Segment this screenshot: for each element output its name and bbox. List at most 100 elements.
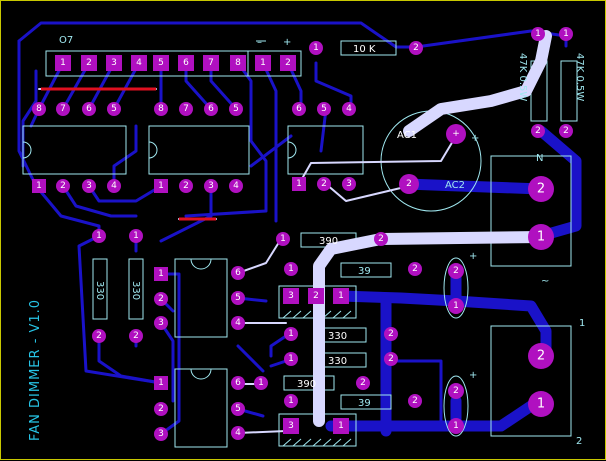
pad-r47-2-label: 2	[535, 126, 541, 136]
header-pin: 1	[255, 55, 271, 71]
opto2-right-pin-label: 4	[235, 428, 241, 438]
opto2-left-pin: 2	[154, 402, 168, 416]
triac1-pin-3-label: 3	[288, 291, 294, 301]
ic1-bottom-pin: 1	[32, 179, 46, 193]
pad-r10k-1: 1	[309, 41, 323, 55]
header-minus-label: –	[257, 37, 262, 48]
opto2-right-pin: 4	[231, 426, 245, 440]
ic1-bottom-pin: 2	[56, 179, 70, 193]
pad-r39t-1-label: 1	[288, 264, 294, 274]
triac1-pin-2-label: 2	[313, 291, 319, 301]
pad-triac2-p1-label: 1	[338, 421, 344, 431]
pad-r47b-1-label: 1	[563, 29, 569, 39]
ic2-top-pin-label: 7	[183, 104, 189, 114]
pad-term2-2-label: 2	[537, 349, 545, 364]
pad-r330b-2-label: 2	[388, 354, 394, 364]
header-pin-label: 1	[60, 58, 66, 68]
ic2-top-pin-label: 6	[208, 104, 214, 114]
board-title: FAN DIMMER - V1.0	[28, 299, 43, 441]
pad-term1-1: 1	[528, 224, 554, 250]
triac1-pin-1: 1	[333, 288, 349, 304]
ic2-bottom-pin-label: 1	[158, 181, 164, 191]
pad-r330a-1: 1	[284, 327, 298, 341]
pad-triac2-p1: 1	[333, 418, 349, 434]
pad-r330b-1-label: 1	[288, 354, 294, 364]
pad-vr2-1: 1	[129, 229, 143, 243]
opto2-left-pin-label: 3	[158, 429, 164, 439]
red-jumpers	[41, 87, 216, 221]
pad-r47b-2-label: 2	[563, 126, 569, 136]
header-pin: 2	[81, 55, 97, 71]
pad-vr-2: 2	[92, 329, 106, 343]
r390-top-label: 390	[319, 236, 338, 247]
pad-r330b-2: 2	[384, 352, 398, 366]
pad-r390t-1: 1	[276, 232, 290, 246]
ic3-bottom-pin: 1	[292, 177, 306, 191]
ic2-bottom-pin-label: 2	[183, 181, 189, 191]
pad-vr2-2-label: 2	[133, 331, 139, 341]
ic3-bottom-pin: 2	[317, 177, 331, 191]
pad-r390t-2: 2	[374, 232, 388, 246]
pad-cap1-2: 2	[448, 263, 464, 279]
header-pin-label: 2	[86, 58, 92, 68]
ic1-bottom-pin-label: 1	[36, 181, 42, 191]
ic2-top-pin: 5	[229, 102, 243, 116]
pad-r390b-2-label: 2	[360, 378, 366, 388]
header-plus-label: +	[283, 37, 291, 48]
pad-r39t-2-label: 2	[412, 264, 418, 274]
header-pin-label: 6	[183, 58, 189, 68]
ic3-bottom-pin-label: 2	[321, 179, 327, 189]
pad-r330b-1: 1	[284, 352, 298, 366]
pad-r47-1-label: 1	[535, 29, 541, 39]
ac1-label: AC1	[397, 130, 417, 141]
copper-traces	[17, 21, 568, 436]
triac2-pin-3-label: 3	[288, 421, 294, 431]
opto1-left-pin-label: 3	[158, 318, 164, 328]
ic3-top-pin-label: 6	[296, 104, 302, 114]
r330-label-c: 330	[328, 331, 347, 342]
opto2-right-pin-label: 6	[235, 378, 241, 388]
r47-label-2: 47K 0.5W	[574, 53, 585, 101]
opto2-left-pin-label: 2	[158, 404, 164, 414]
header-pin-label: 1	[260, 58, 266, 68]
triac1-pin-1-label: 1	[338, 291, 344, 301]
pad-r10k-1-label: 1	[313, 43, 319, 53]
r330-label-a: 330	[94, 281, 105, 300]
r39-bottom-label: 39	[358, 398, 371, 409]
pad-cap2-1-label: 1	[453, 421, 459, 431]
opto1-left-pin: 1	[154, 267, 168, 281]
pad-r39b-1: 1	[284, 394, 298, 408]
pad-r10k-2: 2	[409, 41, 423, 55]
opto2-right-pin: 5	[231, 402, 245, 416]
opto2-left-pin-label: 1	[158, 378, 164, 388]
ic1-bottom-pin-label: 2	[60, 181, 66, 191]
cap1-plus-label: +	[469, 251, 477, 262]
header-pin-label: 5	[158, 58, 164, 68]
pad-cap2-1: 1	[448, 418, 464, 434]
pad-term1-2-label: 2	[537, 182, 545, 197]
pad-r39t-2: 2	[408, 262, 422, 276]
pad-vr-1-label: 1	[96, 231, 102, 241]
ic1-bottom-pin: 3	[82, 179, 96, 193]
pad-r39b-1-label: 1	[288, 396, 294, 406]
pad-cap2-2: 2	[448, 383, 464, 399]
silkscreen-text: O7 – + 10 K 47K 0.5W 47K 0.5W AC1 AC2 + …	[28, 35, 585, 447]
header-pin-label: 3	[111, 58, 117, 68]
ic2-bottom-pin-label: 4	[233, 181, 239, 191]
ic2-top-pin: 6	[204, 102, 218, 116]
ic2-top-pin: 8	[154, 102, 168, 116]
opto1-left-pin: 2	[154, 292, 168, 306]
pad-vr2-1-label: 1	[133, 231, 139, 241]
ic2-bottom-pin: 3	[204, 179, 218, 193]
ic3-bottom-pin-label: 1	[296, 179, 302, 189]
cap2-plus-label: +	[469, 370, 477, 381]
r39-top-label: 39	[358, 266, 371, 277]
ic2-bottom-pin: 4	[229, 179, 243, 193]
pad-vr2-2: 2	[129, 329, 143, 343]
opto2-left-pin: 1	[154, 376, 168, 390]
pad-bridge-p-label: +	[452, 129, 460, 139]
pad-r330a-2-label: 2	[388, 329, 394, 339]
ic3-top-pin-label: 4	[346, 104, 352, 114]
pad-term2-1: 1	[528, 391, 554, 417]
